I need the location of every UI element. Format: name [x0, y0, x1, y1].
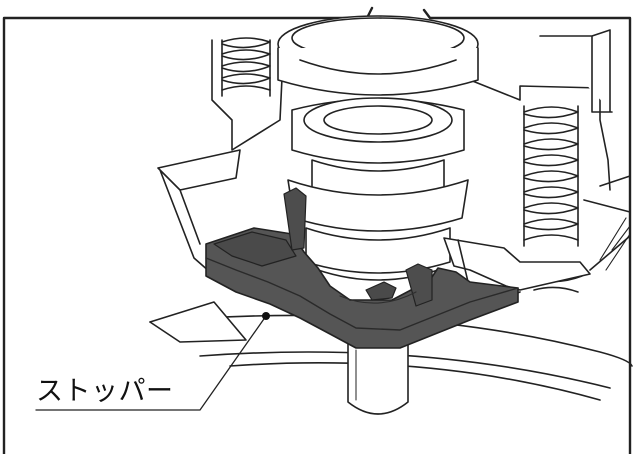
disc-arc-inner-2 [229, 362, 601, 401]
bottom-post [347, 339, 409, 415]
right-slope-detail [599, 217, 631, 271]
stopper-part [205, 187, 519, 349]
spring-left-icon [221, 37, 271, 97]
right-floor [583, 175, 631, 271]
disc-arc-outer [149, 314, 633, 367]
leader-line [35, 315, 267, 411]
stopper-label: ストッパー [36, 376, 174, 407]
disc-arc-inner [199, 351, 611, 389]
left-wing [149, 301, 247, 343]
left-shelf [157, 149, 241, 273]
right-frame [539, 29, 613, 113]
right-arm [443, 237, 591, 291]
leader-dot [262, 312, 270, 320]
